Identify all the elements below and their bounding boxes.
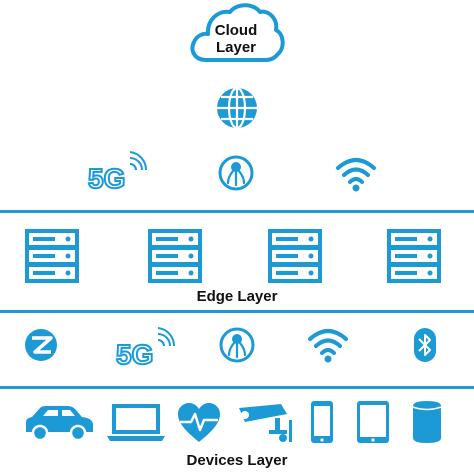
car-icon: [22, 402, 96, 442]
tablet-icon: [356, 400, 390, 444]
devices-layer-top-border: [0, 386, 474, 389]
sensor-icon: [218, 155, 254, 191]
camera-icon: [235, 400, 293, 444]
5g-icon: 5G: [114, 326, 176, 368]
edge-layer-bottom-border: [0, 310, 474, 313]
server-rack-icon: [386, 228, 442, 284]
phone-icon: [310, 400, 334, 444]
wifi-icon: [334, 156, 378, 192]
svg-text:5G: 5G: [88, 163, 125, 192]
edge-layer-top-border: [0, 210, 474, 213]
wifi-icon: [306, 327, 350, 363]
server-rack-icon: [24, 228, 80, 284]
bluetooth-icon: [414, 328, 436, 362]
smart-speaker-icon: [412, 400, 442, 444]
svg-text:5G: 5G: [116, 339, 153, 368]
server-rack-icon: [147, 228, 203, 284]
5g-icon: 5G: [86, 150, 148, 192]
server-rack-icon: [267, 228, 323, 284]
heart-icon: [176, 402, 222, 444]
edge-layer-label: Edge Layer: [196, 288, 278, 305]
devices-layer-label: Devices Layer: [186, 452, 288, 469]
globe-icon: [214, 85, 260, 131]
laptop-icon: [106, 402, 166, 442]
sensor-icon: [219, 327, 255, 363]
cloud-layer-label-line1: Cloud: [214, 22, 258, 39]
cloud-layer-label-line2: Layer: [215, 39, 257, 56]
cloud-icon: [188, 2, 286, 64]
zigbee-icon: [24, 328, 58, 362]
